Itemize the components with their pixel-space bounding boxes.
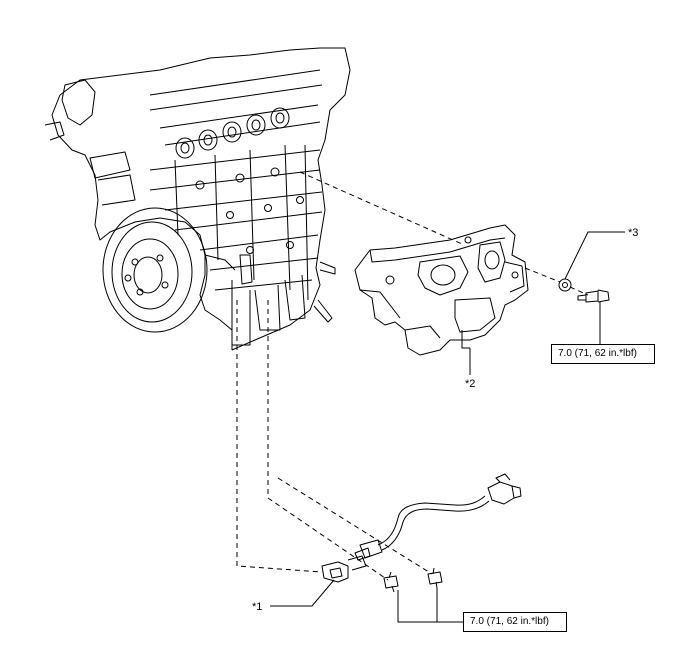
- leader-lines: [270, 231, 625, 623]
- washer-part-3: [558, 278, 572, 292]
- crank-position-sensor-part-1: [321, 473, 522, 583]
- assembly-guide-lines: [236, 171, 589, 581]
- upper-bolt: [577, 289, 610, 303]
- engine-block: [44, 47, 351, 351]
- callout-1-label: *1: [252, 601, 262, 613]
- manifold-bracket-part-2: [354, 224, 529, 356]
- torque-spec-upper-bolt: 7.0 (71, 62 in.*lbf): [551, 344, 655, 364]
- callout-3-label: *3: [628, 227, 638, 239]
- lower-bolt-right: [427, 567, 443, 589]
- callout-2-label: *2: [465, 378, 475, 390]
- lower-bolt-left: [383, 571, 399, 593]
- torque-spec-lower-bolts: 7.0 (71, 62 in.*lbf): [463, 612, 567, 632]
